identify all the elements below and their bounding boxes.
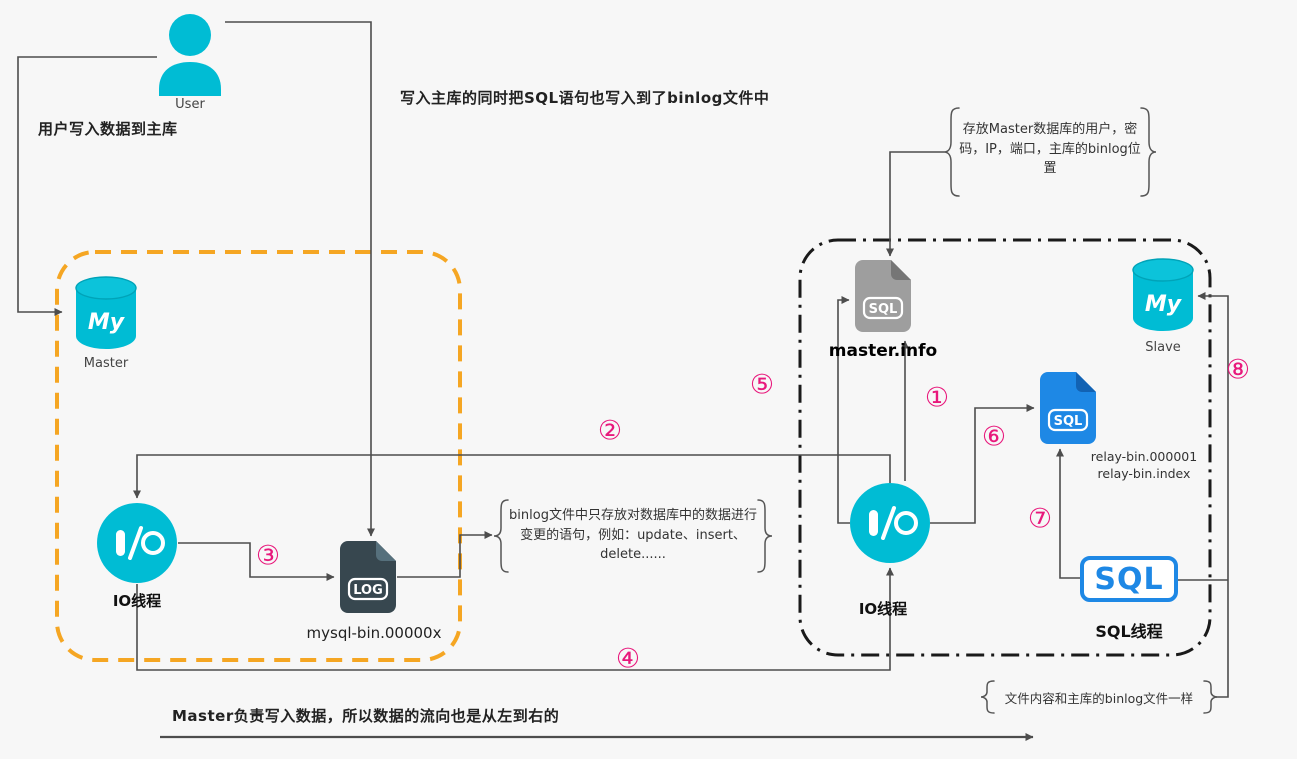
master-db-label: Master	[83, 356, 129, 371]
brace-left-binlog-note	[493, 499, 509, 573]
user-icon	[152, 12, 228, 100]
step-2-marker: ②	[597, 415, 623, 447]
brace-group	[493, 107, 1218, 714]
io-thread-master-icon	[95, 501, 179, 589]
edge-step6-io-to-relaylog	[930, 404, 1035, 524]
sql-thread-label: SQL线程	[1095, 622, 1163, 641]
edge-io-writes-masterinfo	[837, 296, 850, 524]
top-note: 写入主库的同时把SQL语句也写入到了binlog文件中	[400, 89, 770, 107]
step-1-marker: ①	[924, 382, 950, 414]
step-6-marker: ⑥	[981, 421, 1007, 453]
brace-right-binlog-note	[757, 499, 773, 573]
brace-right-masterinfo-note	[1140, 107, 1157, 197]
edge-step4-binlog-to-slave-io	[136, 567, 894, 671]
brace-left-masterinfo-note	[943, 107, 960, 197]
edge-note-to-masterinfo	[886, 151, 944, 257]
sql-thread-badge: SQL	[1080, 556, 1178, 602]
log-glyph-label: LOG	[353, 583, 383, 598]
binlog-file-icon: LOG	[340, 541, 396, 617]
brace-right-relay-note	[1203, 680, 1218, 714]
io-thread-slave-label: IO线程	[858, 600, 908, 618]
binlog-file-name: mysql-bin.00000x	[306, 624, 442, 642]
step-4-marker: ④	[615, 643, 641, 675]
edge-step7-sqlthread-reads-relay	[1056, 448, 1082, 579]
relay-note: 文件内容和主库的binlog文件一样	[1004, 691, 1194, 706]
relay-log-file-icon: SQL	[1040, 372, 1096, 448]
io-thread-slave-icon	[848, 481, 932, 569]
edge-binlog-to-note	[397, 531, 493, 578]
mysql-wordmark: My	[1145, 292, 1183, 317]
mysql-slave-icon: My	[1132, 258, 1194, 336]
bottom-note: Master负责写入数据，所以数据的流向也是从左到右的	[172, 707, 560, 725]
step-3-marker: ③	[255, 540, 281, 572]
step-8-marker: ⑧	[1225, 354, 1251, 386]
sql-glyph-label: SQL	[1054, 414, 1083, 429]
relay-file-name-2: relay-bin.index	[1097, 465, 1191, 481]
relay-file-name-1: relay-bin.000001	[1090, 449, 1198, 464]
relay-file-names: relay-bin.000001 relay-bin.index	[1083, 449, 1205, 483]
step-7-marker: ⑦	[1027, 503, 1053, 535]
user-caption: 用户写入数据到主库	[38, 120, 178, 138]
binlog-note: binlog文件中只存放对数据库中的数据进行变更的语句，例如：update、in…	[509, 508, 757, 562]
slave-group-box	[798, 238, 1212, 657]
edge-step8-apply-to-slave	[1197, 292, 1229, 698]
edge-step2-binlog-dump	[133, 454, 891, 499]
slave-db-label: Slave	[1145, 340, 1181, 355]
master-info-file-icon: SQL	[855, 260, 911, 336]
io-thread-master-label: IO线程	[112, 592, 162, 610]
mysql-master-icon: My	[75, 276, 137, 354]
sql-glyph-label: SQL	[869, 302, 898, 317]
mysql-wordmark: My	[88, 310, 126, 335]
brace-left-relay-note	[980, 680, 995, 714]
edge-user-to-master	[17, 56, 157, 316]
edge-step3-io-to-binlog	[178, 542, 335, 581]
master-info-label: master.info	[828, 341, 938, 361]
master-group-box	[55, 250, 462, 662]
user-label: User	[175, 97, 205, 112]
edge-user-to-binlog	[225, 21, 375, 537]
step-5-marker: ⑤	[749, 369, 775, 401]
master-info-note: 存放Master数据库的用户，密码，IP，端口，主库的binlog位置	[959, 122, 1141, 176]
